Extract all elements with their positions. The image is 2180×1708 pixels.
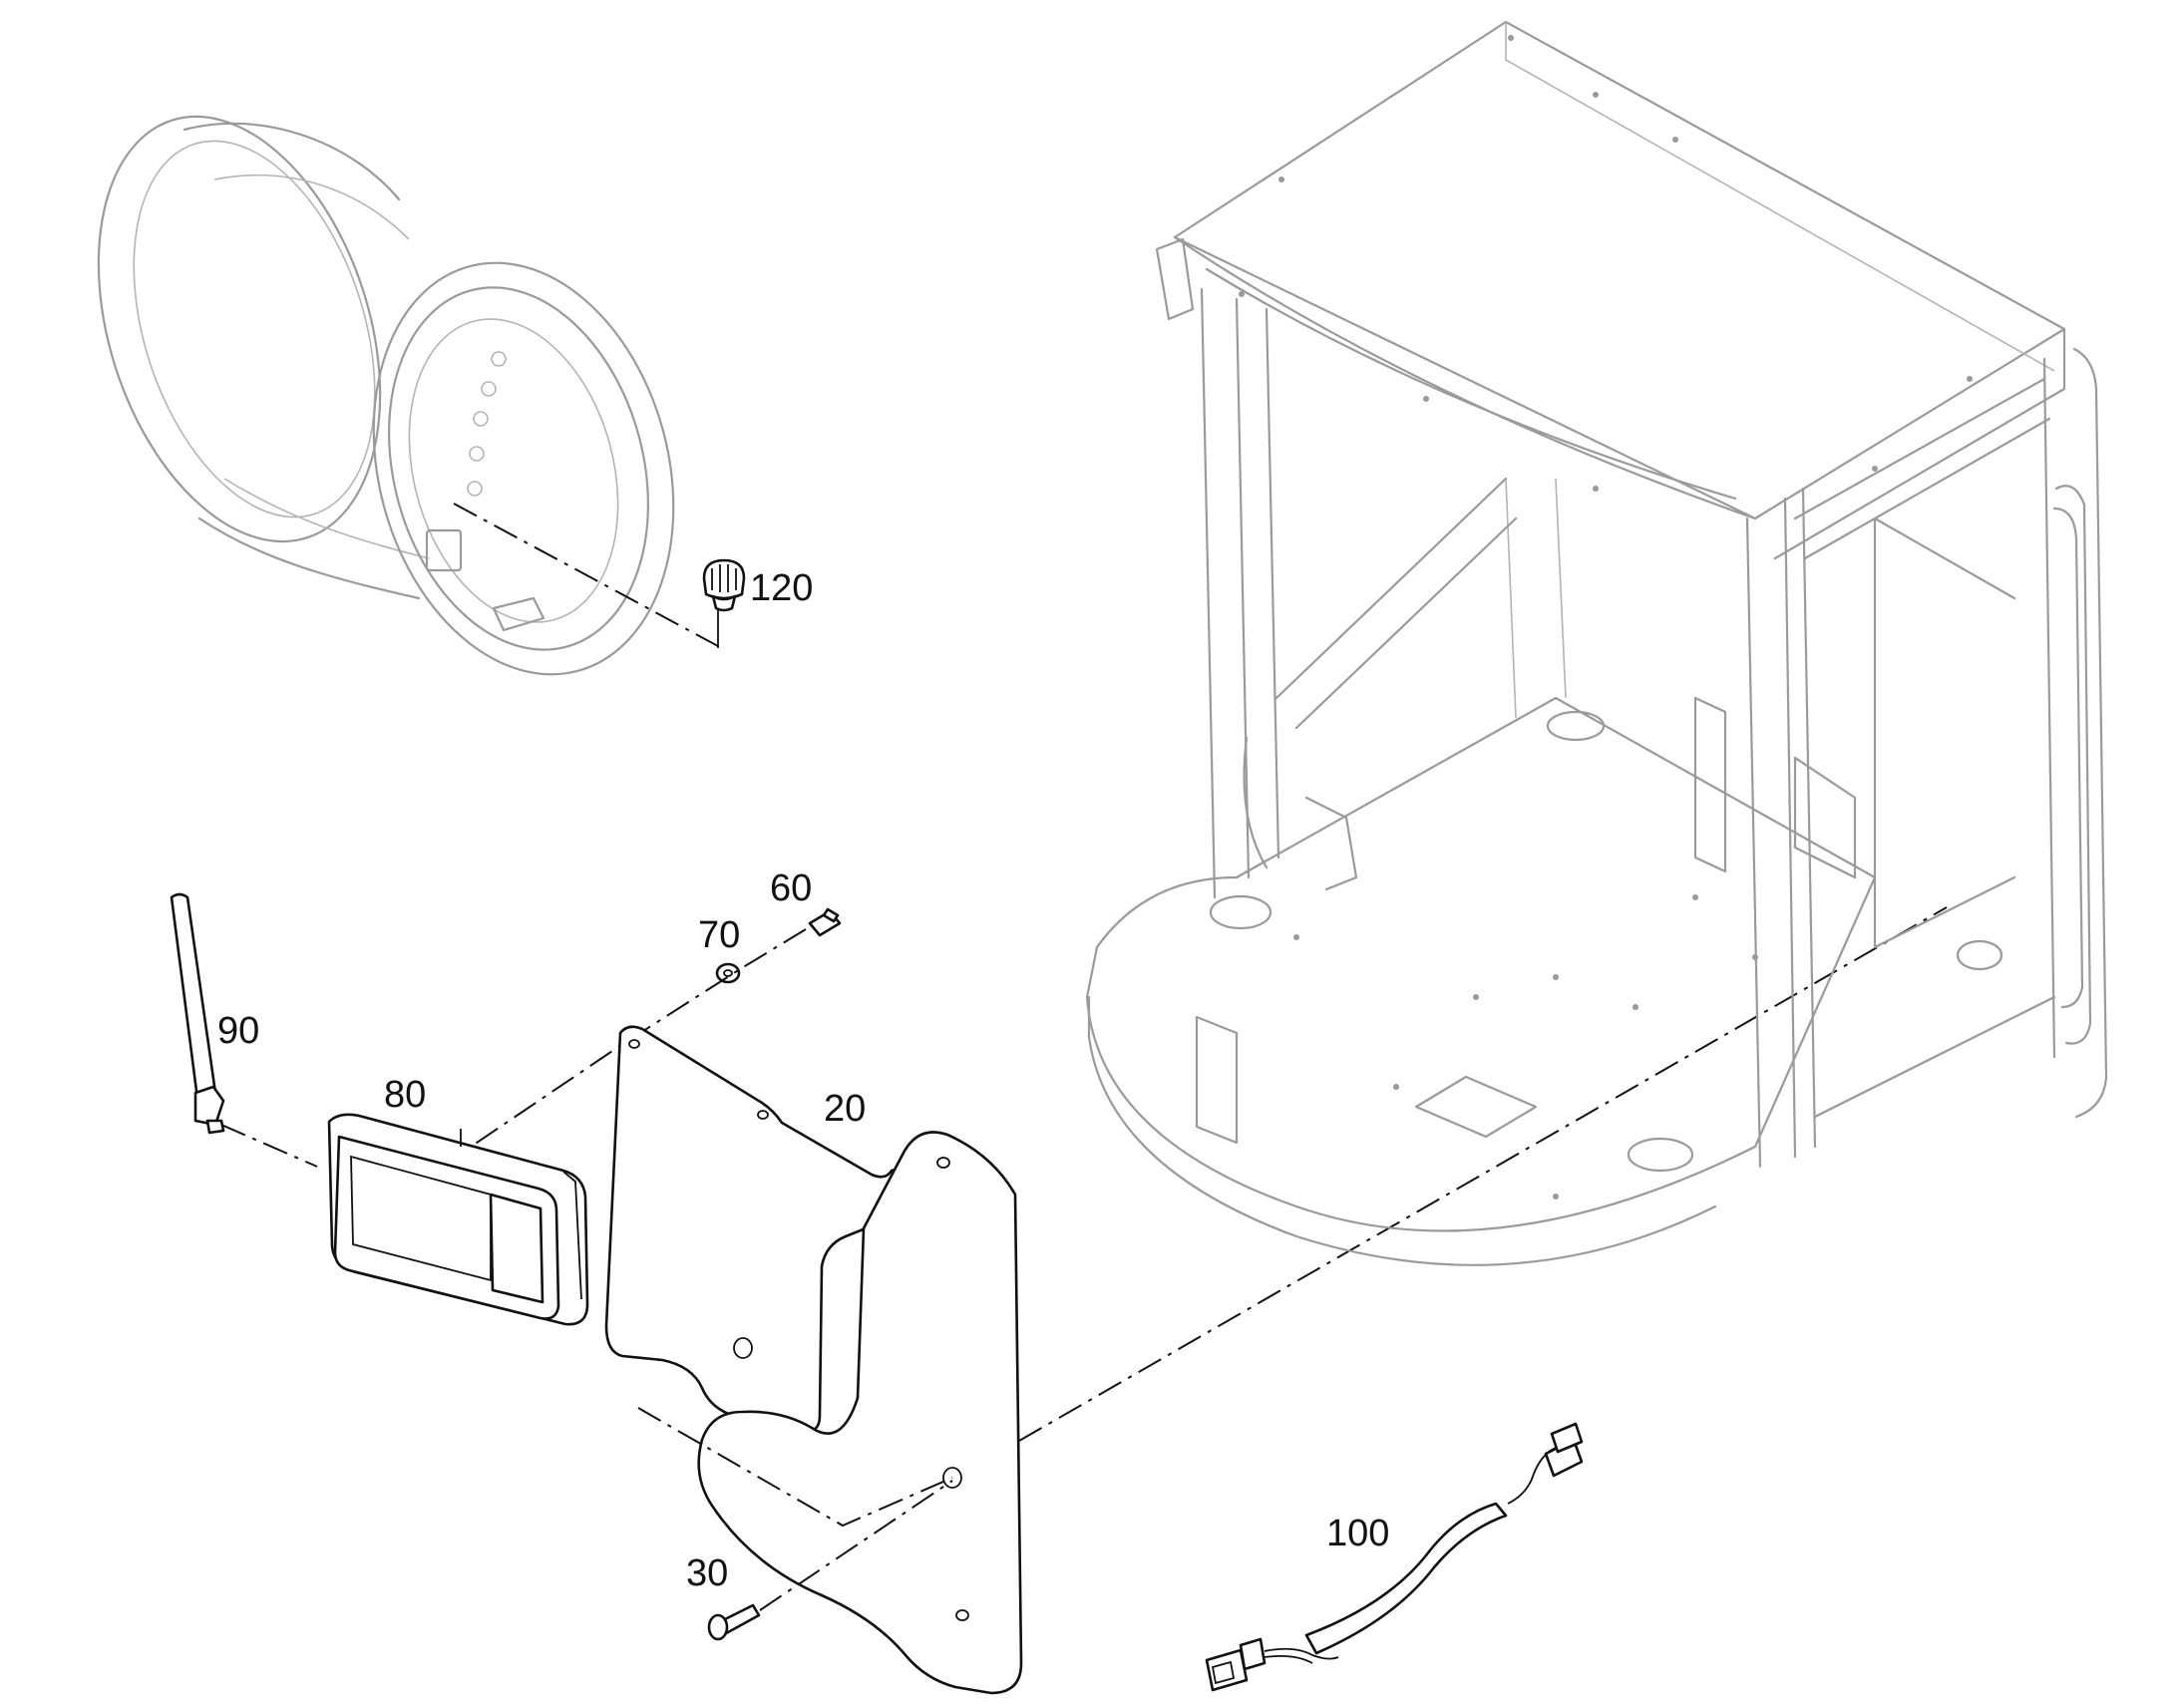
callout-20: 20 bbox=[824, 1088, 866, 1130]
display-unit-part-80 bbox=[327, 1113, 589, 1326]
cable-harness-part-100 bbox=[1205, 1422, 1584, 1692]
leader-90 bbox=[220, 1124, 318, 1168]
mounting-plate bbox=[697, 1131, 1023, 1695]
cab-frame bbox=[1085, 20, 2108, 1266]
leader-30 bbox=[759, 1480, 953, 1611]
gasket-part-20 bbox=[604, 1025, 921, 1434]
callout-90: 90 bbox=[217, 1010, 259, 1052]
leader-plate-cab bbox=[1018, 906, 1948, 1442]
callout-80: 80 bbox=[384, 1074, 426, 1116]
callout-70: 70 bbox=[698, 914, 740, 956]
bolt-part-60 bbox=[808, 907, 842, 937]
callout-30: 30 bbox=[686, 1552, 728, 1594]
valve-cap-part-120 bbox=[702, 558, 746, 612]
callout-120: 120 bbox=[750, 567, 813, 609]
leader-120 bbox=[453, 503, 719, 647]
callout-100: 100 bbox=[1326, 1513, 1389, 1554]
leader-60-70 bbox=[448, 928, 807, 1163]
leader-plate-lower bbox=[637, 1407, 953, 1528]
callout-60: 60 bbox=[770, 867, 812, 909]
wheel-rim bbox=[97, 115, 675, 676]
washer-part-70 bbox=[715, 962, 741, 984]
screw-part-30 bbox=[707, 1603, 761, 1641]
antenna-part-90 bbox=[170, 892, 225, 1135]
